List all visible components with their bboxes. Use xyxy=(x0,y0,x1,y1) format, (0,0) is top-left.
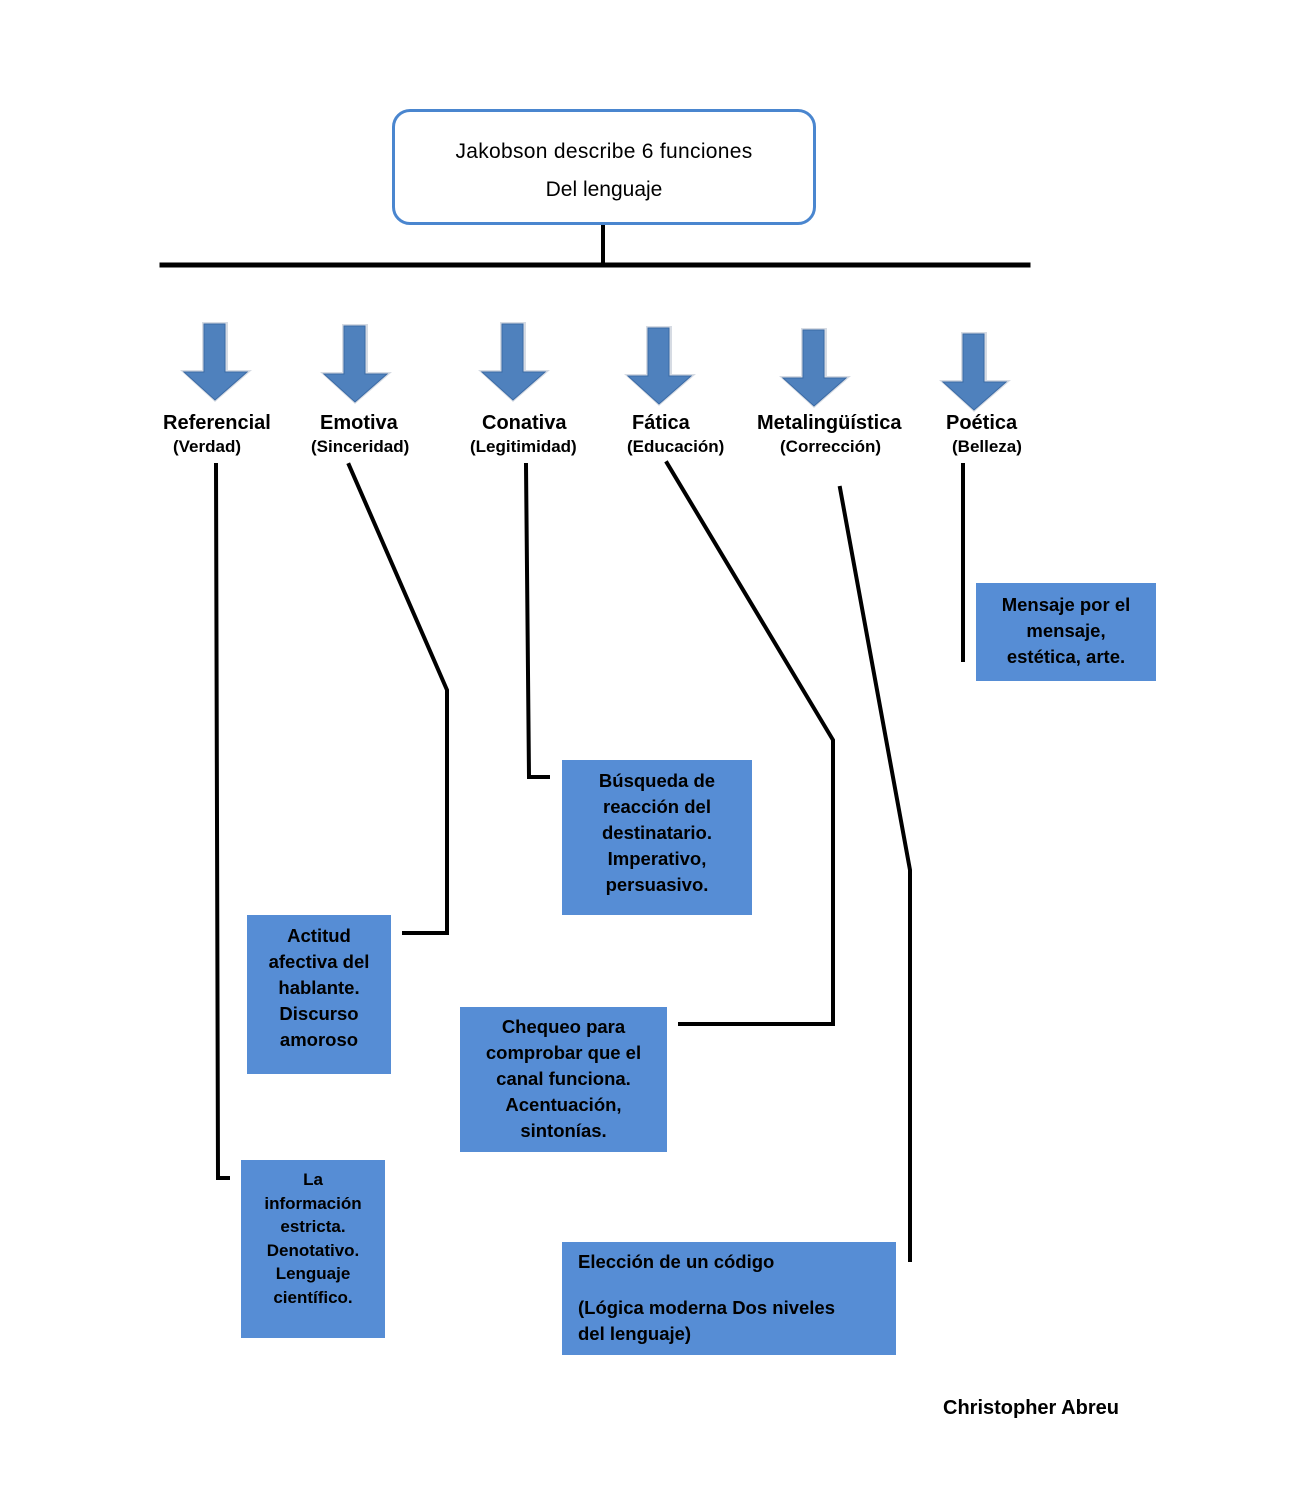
function-name-referencial: Referencial xyxy=(163,412,271,434)
connector-emotiva xyxy=(346,462,449,935)
down-arrow-icon xyxy=(779,328,851,408)
desc-box-fatica: Chequeo para comprobar que el canal func… xyxy=(460,1007,667,1152)
desc-line: Discurso xyxy=(279,1003,359,1024)
connector-metalinguistica xyxy=(837,485,912,1262)
desc-line: Mensaje por el xyxy=(1001,594,1131,615)
function-value-conativa: (Legitimidad) xyxy=(470,437,577,456)
function-name-metalinguistica: Metalingüística xyxy=(757,412,902,434)
function-name-fatica: Fática xyxy=(632,412,690,434)
desc-line: La xyxy=(303,1170,323,1189)
down-arrow-icon xyxy=(478,322,550,402)
desc-line: afectiva del xyxy=(268,951,370,972)
desc-box-conativa: Búsqueda de reacción del destinatario. I… xyxy=(562,760,752,915)
desc-line: Acentuación, xyxy=(505,1094,622,1115)
function-value-emotiva: (Sinceridad) xyxy=(311,437,410,456)
desc-line: Chequeo para xyxy=(501,1016,626,1037)
connector-conativa xyxy=(523,462,550,779)
function-value-referencial: (Verdad) xyxy=(173,437,242,456)
function-name-emotiva: Emotiva xyxy=(320,412,398,434)
desc-line: Lenguaje xyxy=(275,1264,351,1283)
down-arrow-icon xyxy=(624,326,696,406)
title-line-2: Del lenguaje xyxy=(545,178,663,201)
desc-line: Elección de un código xyxy=(578,1251,775,1272)
author-name: Christopher Abreu xyxy=(943,1397,1119,1419)
desc-line: del lenguaje) xyxy=(578,1323,692,1344)
desc-line: Búsqueda de xyxy=(598,770,716,791)
desc-box-metalinguistica: Elección de un código (Lógica moderna Do… xyxy=(562,1242,896,1355)
desc-line: destinatario. xyxy=(602,822,712,843)
desc-line: Actitud xyxy=(287,925,351,946)
desc-line: estricta. xyxy=(280,1217,346,1236)
function-name-conativa: Conativa xyxy=(482,412,567,434)
desc-line: (Lógica moderna Dos niveles xyxy=(578,1297,836,1318)
function-value-poetica: (Belleza) xyxy=(952,437,1022,456)
title-line-1: Jakobson describe 6 funciones xyxy=(455,140,753,163)
desc-line: hablante. xyxy=(278,977,360,998)
function-value-metalinguistica: (Corrección) xyxy=(780,437,882,456)
desc-line: Imperativo, xyxy=(607,848,707,869)
desc-line xyxy=(578,1275,896,1295)
desc-line: estética, arte. xyxy=(1006,646,1126,667)
desc-line: reacción del xyxy=(603,796,711,817)
title-box: Jakobson describe 6 funciones Del lengua… xyxy=(392,109,816,225)
desc-line: mensaje, xyxy=(1026,620,1106,641)
desc-box-poetica: Mensaje por el mensaje, estética, arte. xyxy=(976,583,1156,681)
desc-box-emotiva: Actitud afectiva del hablante. Discurso … xyxy=(247,915,391,1074)
connector-fatica xyxy=(664,460,835,1026)
down-arrow-icon xyxy=(320,324,392,404)
desc-line: sintonías. xyxy=(520,1120,607,1141)
desc-line: persuasivo. xyxy=(605,874,709,895)
desc-box-referencial: La información estricta. Denotativo. Len… xyxy=(241,1160,385,1338)
function-value-fatica: (Educación) xyxy=(627,437,725,456)
connector-referencial xyxy=(213,462,230,1180)
down-arrow-icon xyxy=(180,322,252,402)
desc-line: comprobar que el xyxy=(485,1042,642,1063)
function-name-poetica: Poética xyxy=(946,412,1018,434)
desc-line: Denotativo. xyxy=(266,1240,360,1260)
desc-line: científico. xyxy=(273,1287,353,1307)
desc-line: amoroso xyxy=(279,1029,359,1050)
down-arrow-icon xyxy=(939,332,1011,412)
desc-line: información xyxy=(264,1193,362,1213)
desc-line: canal funciona. xyxy=(496,1068,631,1089)
